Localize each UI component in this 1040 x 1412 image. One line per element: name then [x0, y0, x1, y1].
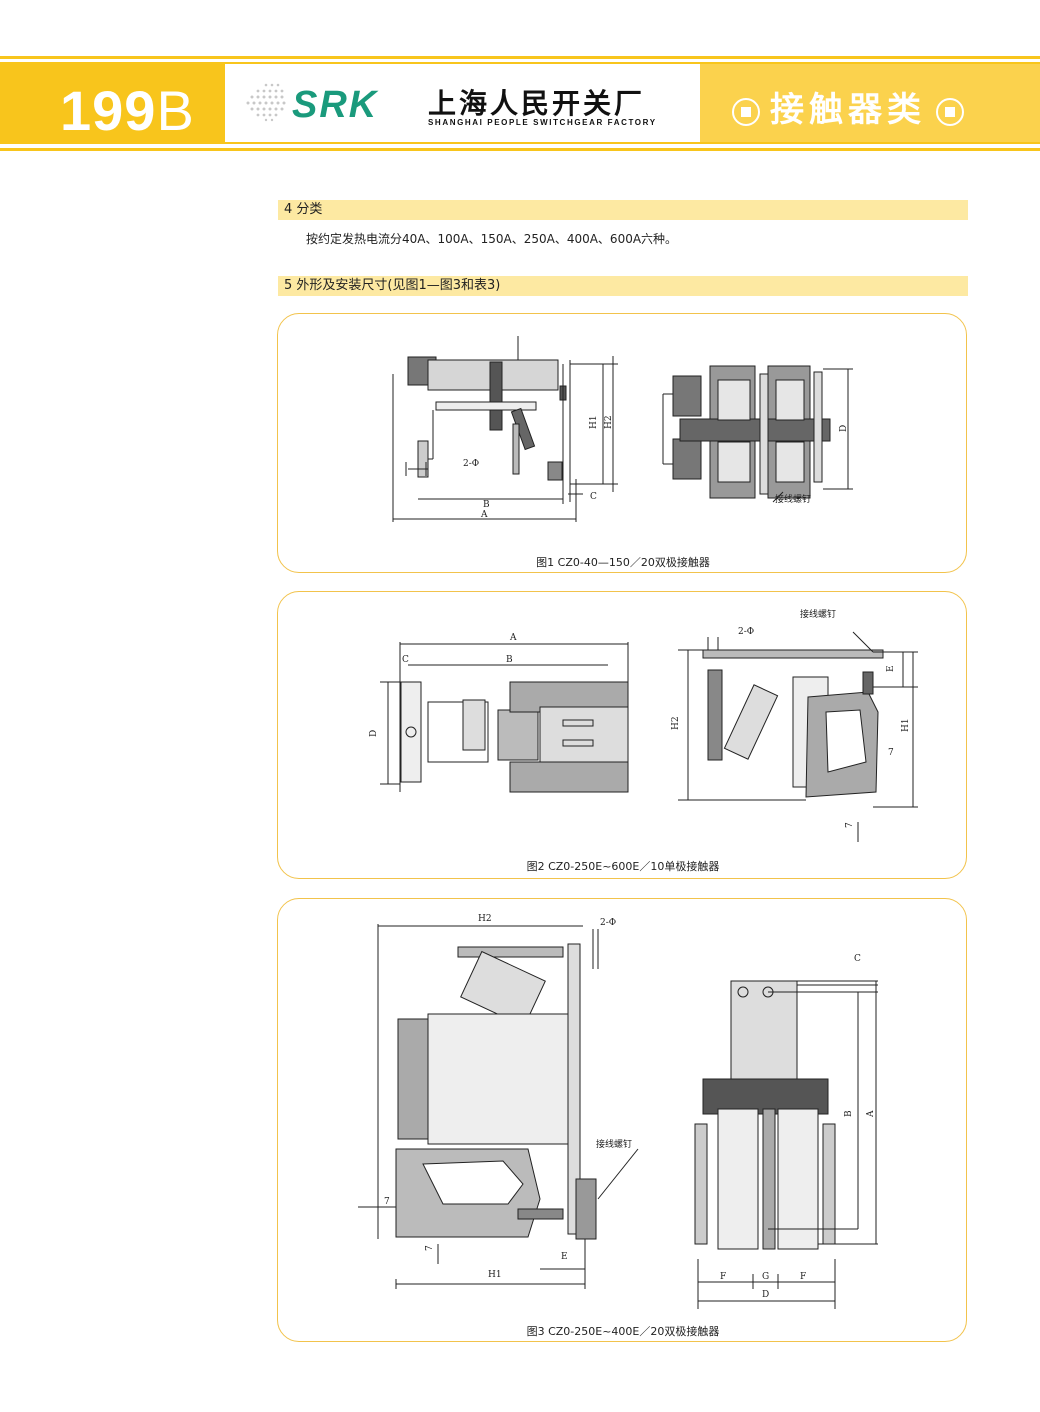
figure-2-caption: 图2 CZ0-250E~600E／10单极接触器: [526, 860, 720, 873]
dim-c-label: C: [590, 492, 597, 502]
dim-b-label: B: [844, 1110, 854, 1117]
company-name: 上海人民开关厂: [428, 87, 646, 120]
category-title: 接触器类: [722, 82, 974, 131]
dim-e-label: E: [886, 665, 896, 672]
dim-h2-label: H2: [671, 716, 681, 730]
figure-1-drawing: B A C 2-Φ H1 H2 D 接线螺钉: [392, 336, 853, 522]
dim-a-label: A: [509, 633, 517, 643]
hole-label: 2-Φ: [738, 627, 754, 637]
dim-h2-label: H2: [478, 914, 492, 924]
bullet-square-icon: [936, 97, 964, 126]
figure-2-panel: A B C D 2-Φ 接线螺钉 E H1 H2 7 7 图2 CZ0-250E…: [277, 591, 967, 879]
dim-g-label: G: [762, 1272, 769, 1282]
bullet-square-icon: [732, 97, 760, 126]
gap-7-label-lower: 7: [425, 1245, 435, 1251]
figure-3-caption: 图3 CZ0-250E~400E／20双极接触器: [526, 1325, 720, 1338]
figure-1-caption: 图1 CZ0-40—150／20双极接触器: [536, 556, 710, 569]
figure-2-drawing: A B C D 2-Φ 接线螺钉 E H1 H2 7 7: [369, 608, 918, 842]
dim-c-label: C: [402, 655, 409, 665]
gap-7-label: 7: [888, 748, 894, 758]
dim-c-label: C: [854, 954, 861, 964]
dim-a-label: A: [866, 1110, 876, 1118]
hole-label: 2-Φ: [600, 918, 616, 928]
dim-d-label: D: [839, 425, 849, 432]
screw-label: 接线螺钉: [596, 1138, 632, 1150]
header-rule-top-inner: [225, 62, 1040, 64]
section-4-text: 按约定发热电流分40A、100A、150A、250A、400A、600A六种。: [306, 232, 678, 246]
header-rule-bottom-inner: [225, 142, 1040, 144]
dim-h1-label: H1: [589, 415, 599, 429]
dim-d-label: D: [762, 1290, 769, 1300]
header-page-block: [0, 62, 225, 144]
dim-h2-label: H2: [604, 415, 614, 429]
figure-1-panel: B A C 2-Φ H1 H2 D 接线螺钉 图1 CZ0-40—150／20双…: [277, 313, 967, 573]
company-name-english: SHANGHAI PEOPLE SWITCHGEAR FACTORY: [428, 118, 657, 127]
section-4-title: 4 分类: [278, 200, 968, 220]
hole-label: 2-Φ: [463, 459, 479, 469]
logo-dots-icon: [246, 83, 286, 122]
gap-7-label-lower: 7: [845, 822, 855, 828]
dim-b-label: B: [483, 500, 490, 510]
dim-f-label-left: F: [720, 1272, 726, 1282]
dim-d-label: D: [369, 730, 379, 737]
page-header: 199B SRK 上海人民开关厂 SHANGHAI PEOPLE SWITCHG…: [0, 56, 1040, 152]
screw-label: 接线螺钉: [800, 608, 836, 620]
figure-3-panel: H2 2-Φ 接线螺钉 H1 E 7 7 C B A F G F D 图3 CZ…: [277, 898, 967, 1342]
dim-h1-label: H1: [901, 718, 911, 732]
brand-logo: SRK: [292, 84, 379, 126]
dim-h1-label: H1: [488, 1270, 502, 1280]
header-rule-bottom: [0, 148, 1040, 151]
gap-7-label: 7: [384, 1197, 390, 1207]
page-number: 199B: [60, 79, 195, 142]
dim-a-label: A: [480, 510, 488, 520]
header-rule-top: [0, 56, 1040, 59]
dim-f-label-right: F: [800, 1272, 806, 1282]
dim-e-label: E: [561, 1252, 568, 1262]
dim-b-label: B: [506, 655, 513, 665]
figure-3-drawing: H2 2-Φ 接线螺钉 H1 E 7 7 C B A F G F D: [358, 914, 878, 1309]
screw-label: 接线螺钉: [775, 493, 811, 505]
section-5-title: 5 外形及安装尺寸(见图1—图3和表3): [278, 276, 968, 296]
